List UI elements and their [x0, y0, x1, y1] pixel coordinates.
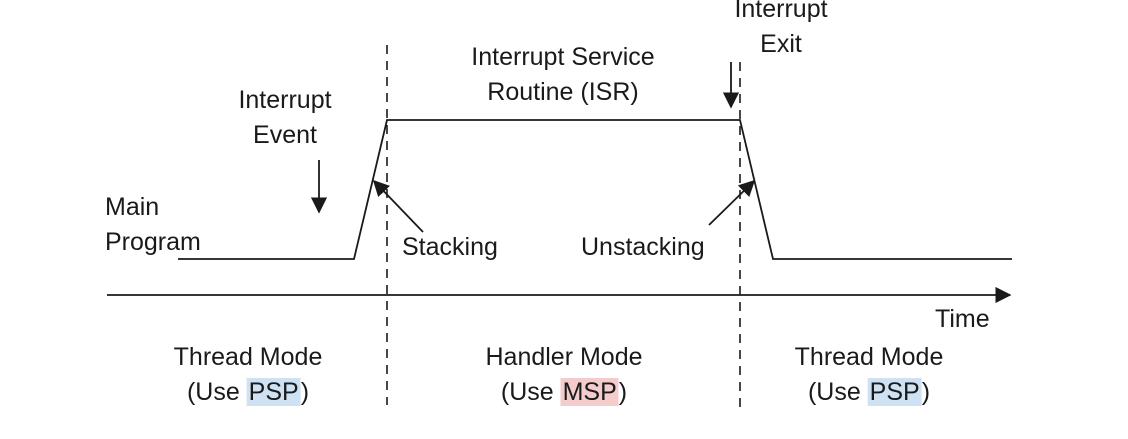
mode-label-thread-left: Thread Mode (Use PSP)	[173, 340, 323, 410]
interrupt-exit-line-1: Interrupt	[734, 0, 828, 23]
mode-stack-line: (Use MSP)	[485, 375, 642, 410]
mode-use-prefix: (Use	[807, 378, 868, 406]
mode-use-suffix: )	[921, 378, 931, 406]
mode-label-handler: Handler Mode (Use MSP)	[485, 340, 643, 410]
isr-line-2: Routine (ISR)	[487, 78, 639, 106]
interrupt-exit-label: Interrupt Exit	[734, 0, 827, 62]
time-axis-label: Time	[935, 305, 990, 333]
execution-level-line	[178, 119, 1012, 260]
mode-stack-line: (Use PSP)	[174, 375, 323, 410]
stacking-label: Stacking	[402, 233, 498, 261]
mode-label-thread-right: Thread Mode (Use PSP)	[794, 340, 944, 410]
mode-use-prefix: (Use	[500, 378, 561, 406]
main-program-label: Main Program	[105, 190, 201, 260]
interrupt-event-line-1: Interrupt	[238, 86, 332, 114]
interrupt-event-line-2: Event	[253, 121, 317, 149]
stack-pointer-badge-psp: PSP	[246, 378, 301, 406]
mode-name: Handler Mode	[485, 343, 643, 371]
stacking-pointer-arrow	[372, 179, 424, 233]
stack-pointer-badge-psp: PSP	[867, 378, 922, 406]
mode-use-suffix: )	[618, 378, 628, 406]
unstacking-label: Unstacking	[581, 233, 705, 261]
mode-name: Thread Mode	[173, 343, 323, 371]
main-program-line-1: Main	[105, 193, 160, 221]
mode-use-suffix: )	[300, 378, 310, 406]
main-program-line-2: Program	[105, 228, 201, 256]
mode-name: Thread Mode	[794, 343, 944, 371]
mode-stack-line: (Use PSP)	[795, 375, 944, 410]
interrupt-event-label: Interrupt Event	[238, 83, 331, 153]
mode-use-prefix: (Use	[186, 378, 247, 406]
interrupt-exit-line-2: Exit	[760, 30, 802, 58]
isr-label: Interrupt Service Routine (ISR)	[471, 40, 654, 110]
stack-pointer-badge-msp: MSP	[560, 378, 619, 406]
isr-line-1: Interrupt Service	[471, 43, 655, 71]
unstacking-pointer-arrow	[708, 179, 756, 226]
